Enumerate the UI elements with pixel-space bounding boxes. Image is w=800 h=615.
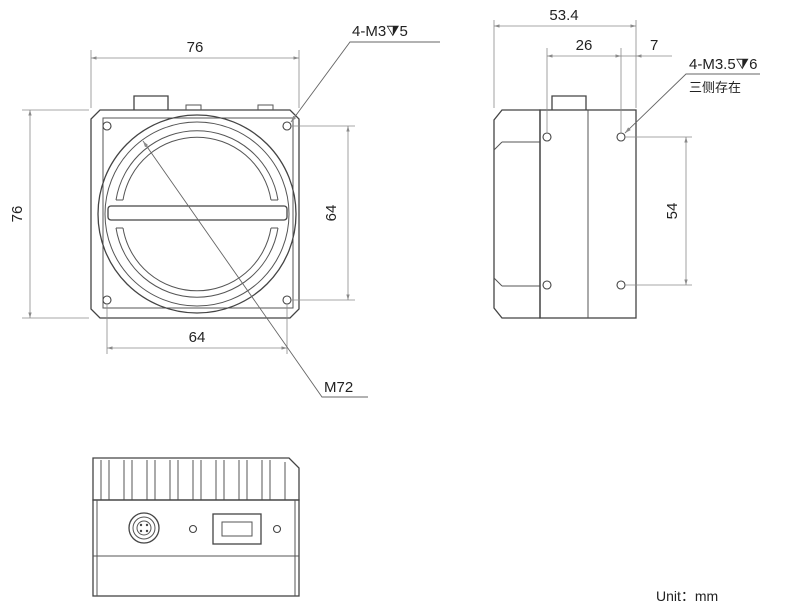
cooling-fins	[100, 460, 286, 500]
front-top-nub-right	[257, 104, 274, 110]
front-body-outline	[90, 109, 300, 319]
round-connector-inner	[132, 516, 156, 540]
front-width-label: 76	[187, 39, 204, 56]
front-hole-bl	[102, 295, 112, 305]
front-height-label: 76	[9, 206, 26, 223]
mount-slot-top-inner	[122, 136, 272, 201]
side-hole-br	[616, 280, 626, 290]
rear-body	[92, 499, 300, 597]
side-hole-tr	[616, 132, 626, 142]
side-thread-note: 三侧存在	[689, 81, 741, 96]
front-view	[90, 95, 300, 319]
front-hole-tr	[282, 121, 292, 131]
connector-pin	[139, 529, 143, 533]
rear-screw-right	[272, 524, 282, 534]
side-hole-bl	[542, 280, 552, 290]
rear-fin-block	[92, 457, 300, 501]
rear-network-port-inner	[221, 521, 253, 537]
mount-slot-bottom	[115, 227, 279, 298]
side-hole-tl	[542, 132, 552, 142]
round-connector-core	[136, 520, 152, 536]
front-hole-tl	[102, 121, 112, 131]
rear-network-port	[212, 513, 262, 545]
front-inner-frame	[102, 117, 294, 309]
front-thread-callout: 4-M3⧩5	[352, 23, 408, 40]
side-length-label: 53.4	[549, 7, 578, 24]
lens-mount-inner-ring	[104, 121, 290, 307]
side-hole-spacing-h-label: 26	[576, 37, 593, 54]
mount-slot-bottom-inner	[122, 227, 272, 292]
side-flange	[493, 109, 541, 319]
front-top-connector	[133, 95, 169, 110]
rear-view	[92, 457, 300, 597]
side-hole-spacing-v-label: 54	[664, 203, 681, 220]
front-hole-spacing-v-label: 64	[323, 205, 340, 222]
side-flange-detail-top	[493, 141, 540, 151]
lens-mount-outer-ring	[97, 114, 297, 314]
front-dimensions: 76 76 64 64 4-M3⧩5 M72	[9, 23, 440, 398]
front-top-nub-left	[185, 104, 202, 110]
connector-pin	[145, 523, 149, 527]
unit-label: Unit：mm	[656, 588, 718, 604]
connector-pin	[145, 529, 149, 533]
front-hole-br	[282, 295, 292, 305]
side-dimensions: 53.4 26 7 4-M3.5⧩6 三侧存在 54	[493, 7, 760, 286]
front-hole-spacing-h-label: 64	[189, 329, 206, 346]
side-flange-detail-bottom	[493, 277, 540, 287]
mount-center-bar	[107, 205, 288, 221]
lens-mount-label: M72	[324, 379, 353, 396]
connector-pin	[139, 523, 143, 527]
round-connector	[128, 512, 160, 544]
side-offset-label: 7	[650, 37, 658, 54]
side-view	[493, 95, 637, 319]
mount-slot-top	[115, 130, 279, 201]
rear-screw-left	[188, 524, 198, 534]
side-thread-callout: 4-M3.5⧩6	[689, 56, 757, 73]
side-top-connector	[551, 95, 587, 110]
